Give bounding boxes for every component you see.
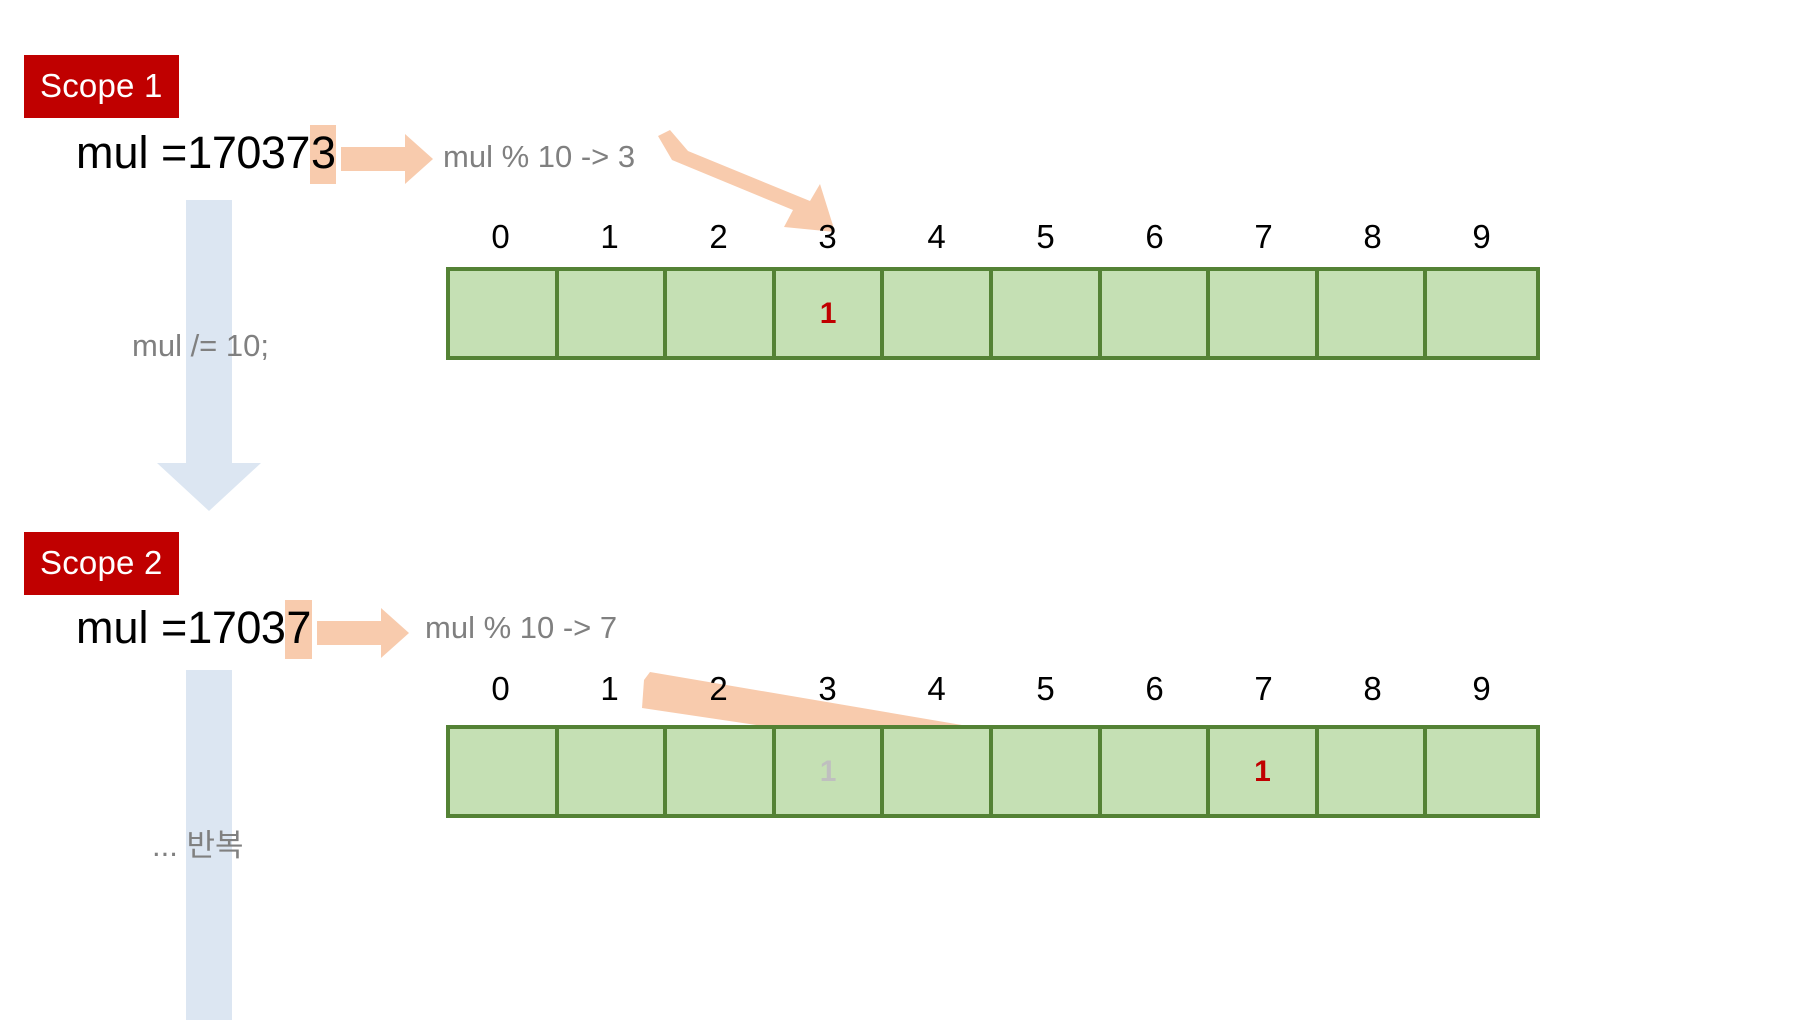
scope-1-cell-6[interactable] <box>1101 271 1211 356</box>
scope-2-cell-1[interactable] <box>558 729 668 814</box>
scope-1-cell-7[interactable] <box>1210 271 1319 356</box>
scope-2-cell-7[interactable]: 1 <box>1210 729 1319 814</box>
scope-1-block-arrow-icon <box>341 134 433 184</box>
scope-1-index-1: 1 <box>600 218 619 255</box>
scope-1-formula: mul % 10 -> 3 <box>443 139 636 174</box>
scope-1-index-0: 0 <box>491 218 510 255</box>
scope-1-index-5: 5 <box>1036 218 1055 255</box>
scope-2-cell-9[interactable] <box>1427 729 1536 814</box>
scope-2-cell-3[interactable]: 1 <box>775 729 885 814</box>
scope-2-index-7: 7 <box>1254 670 1273 707</box>
scope-1-transition-label: mul /= 10; <box>132 328 269 363</box>
scope-2-index-9: 9 <box>1472 670 1491 707</box>
scope-2-index-3: 3 <box>818 670 837 707</box>
scope-1-cell-8[interactable] <box>1318 271 1428 356</box>
scope-1-cell-9[interactable] <box>1427 271 1536 356</box>
scope-1-target-arrow-icon <box>658 130 835 232</box>
scope-1-index-9: 9 <box>1472 218 1491 255</box>
scope-2-cell-0[interactable] <box>450 729 559 814</box>
scope-2-mul-label: mul = <box>76 602 188 653</box>
scope-2-mul-expression: mul =17037 <box>76 600 312 659</box>
scope-2-index-6: 6 <box>1145 670 1164 707</box>
scope-1-index-2: 2 <box>709 218 728 255</box>
scope-1-index-8: 8 <box>1363 218 1382 255</box>
scope-2-badge: Scope 2 <box>24 532 179 595</box>
scope-1-cell-4[interactable] <box>884 271 993 356</box>
scope-1-mul-label: mul = <box>76 127 188 178</box>
scope-1-mul-prefix: 17037 <box>187 127 310 178</box>
scope-1-index-4: 4 <box>927 218 946 255</box>
scope-2-cell-4[interactable] <box>884 729 993 814</box>
scope-2-index-8: 8 <box>1363 670 1382 707</box>
scope-2-index-2: 2 <box>709 670 728 707</box>
scope-2-formula: mul % 10 -> 7 <box>425 610 618 645</box>
scope-1-cell-0[interactable] <box>450 271 559 356</box>
scope-1-cell-1[interactable] <box>558 271 668 356</box>
scope-2-transition-label: ... 반복 <box>152 828 244 863</box>
scope-1-index-6: 6 <box>1145 218 1164 255</box>
scope-2-down-arrow-icon <box>157 670 307 1020</box>
scope-2-mul-last-digit: 7 <box>285 600 312 659</box>
scope-1-mul-last-digit: 3 <box>309 125 337 184</box>
scope-2-index-4: 4 <box>927 670 946 707</box>
scope-1-cell-5[interactable] <box>992 271 1102 356</box>
scope-1-mul-expression: mul =170373 <box>76 125 337 184</box>
scope-2-index-0: 0 <box>491 670 510 707</box>
scope-2-cell-8[interactable] <box>1318 729 1428 814</box>
scope-1-down-arrow-icon <box>157 200 307 515</box>
scope-2-cell-2[interactable] <box>667 729 776 814</box>
scope-2-block-arrow-icon <box>317 608 409 658</box>
scope-2-cell-6[interactable] <box>1101 729 1211 814</box>
scope-2-index-5: 5 <box>1036 670 1055 707</box>
scope-1-index-7: 7 <box>1254 218 1273 255</box>
scope-2-mul-prefix: 1703 <box>187 602 286 653</box>
scope-1-index-3: 3 <box>818 218 837 255</box>
scope-1-cell-3[interactable]: 1 <box>775 271 885 356</box>
scope-2-index-1: 1 <box>600 670 619 707</box>
scope-2-cell-5[interactable] <box>992 729 1102 814</box>
scope-1-cell-2[interactable] <box>667 271 776 356</box>
scope-1-badge: Scope 1 <box>24 55 179 118</box>
